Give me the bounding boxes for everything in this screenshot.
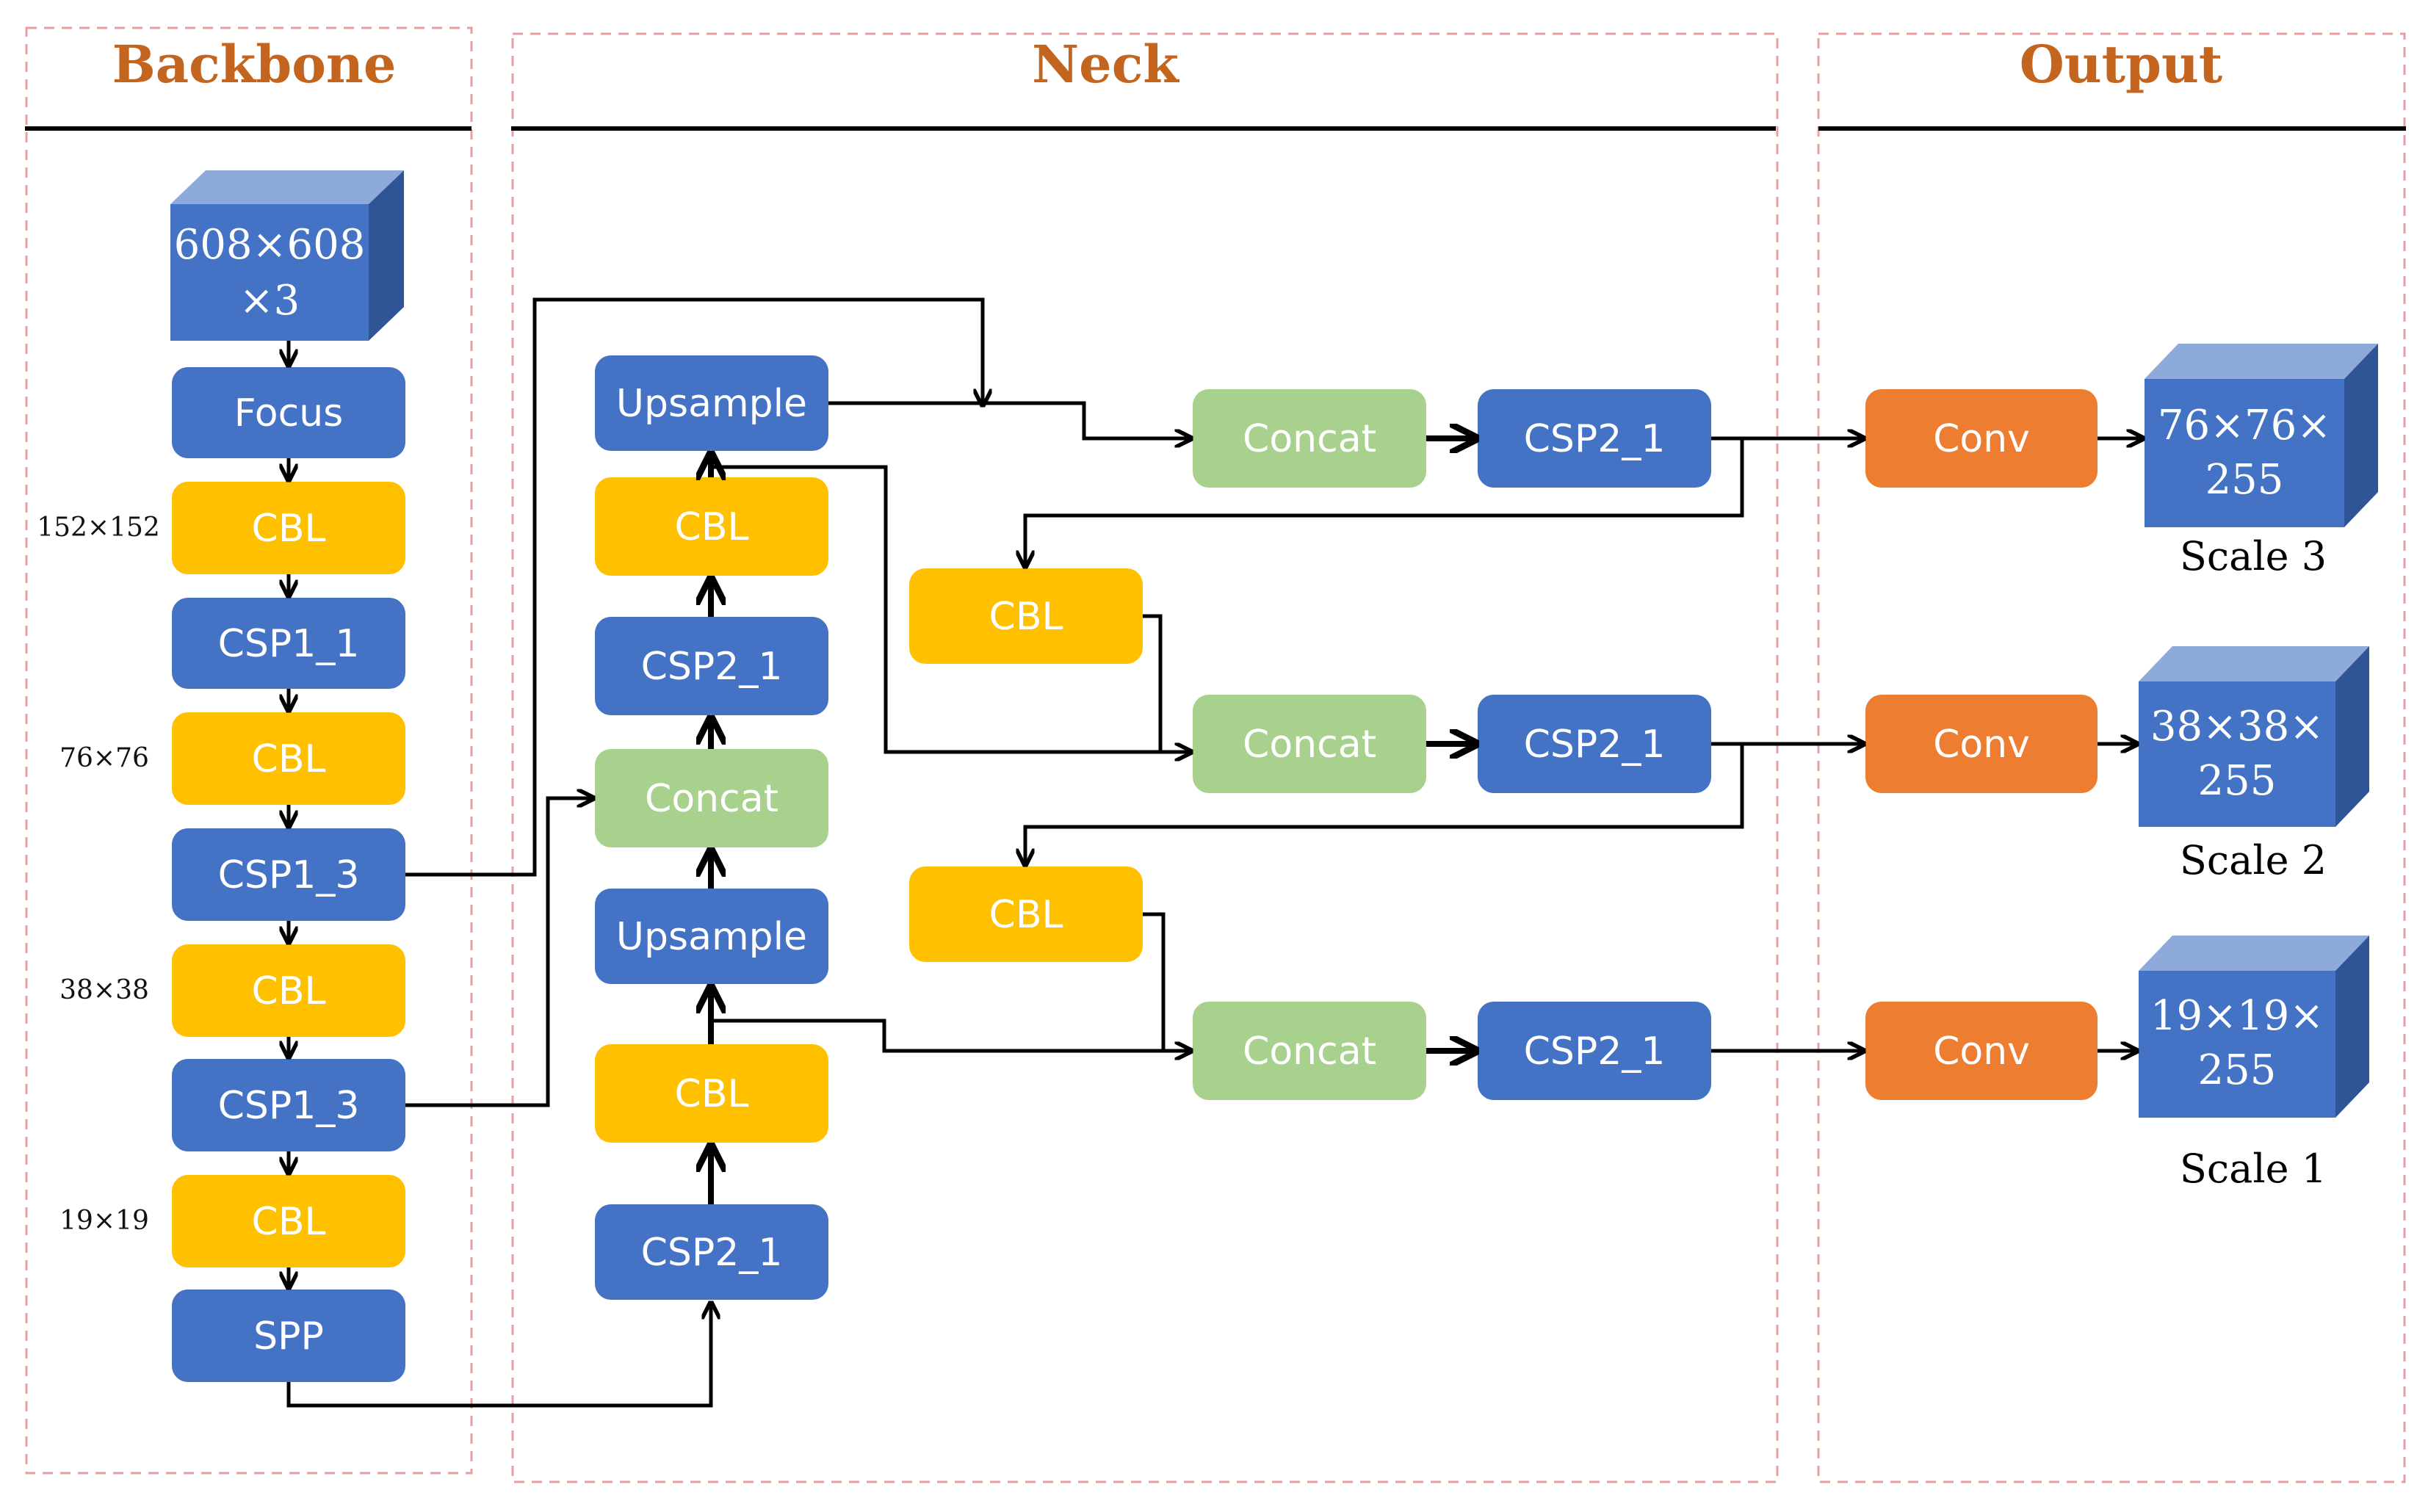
backbone-cbl-label-4: CBL [252, 1200, 326, 1244]
neck-concat-block-1: Concat [595, 749, 828, 847]
output-cube-scale1-line1: 19×19× [2150, 992, 2324, 1040]
neck-csp-label-bottom: CSP2_1 [1524, 1030, 1666, 1074]
neck-cbl-block-1: CBL [595, 477, 828, 576]
neck-upsample-block-1: Upsample [595, 355, 828, 451]
output-cube-scale3: 76×76× 255 [2145, 344, 2378, 527]
output-title: Output [2020, 34, 2222, 95]
scale-label-1: Scale 1 [2180, 1146, 2327, 1192]
backbone-csp1-3-block-2: CSP1_3 [172, 1059, 405, 1151]
neck-cbl-label-1: CBL [675, 505, 749, 549]
backbone-frame [25, 26, 473, 1475]
neck-mid-cbl-block-2: CBL [909, 867, 1143, 962]
neck-csp-block-top: CSP2_1 [1478, 389, 1711, 488]
neck-cbl-block-2: CBL [595, 1044, 828, 1143]
backbone-csp1-3-label-1: CSP1_3 [218, 853, 360, 897]
output-cube-scale1: 19×19× 255 [2139, 936, 2369, 1118]
neck-connectors [286, 297, 2143, 1408]
output-cube-scale2-line2: 255 [2198, 757, 2277, 805]
neck-csp2-1-block-1: CSP2_1 [595, 617, 828, 715]
backbone-title: Backbone [112, 34, 397, 95]
backbone-csp1-3-label-2: CSP1_3 [218, 1084, 360, 1128]
neck-concat-label-1: Concat [645, 777, 778, 821]
output-conv-block-1: Conv [1865, 389, 2098, 488]
dim-label-19: 19×19 [59, 1206, 149, 1236]
backbone-cbl-label-3: CBL [252, 969, 326, 1013]
backbone-focus-block: Focus [172, 367, 405, 458]
backbone-cbl-block-1: CBL [172, 482, 405, 574]
output-conv-block-3: Conv [1865, 1002, 2098, 1100]
dim-label-152: 152×152 [37, 513, 160, 543]
output-conv-label-3: Conv [1933, 1030, 2030, 1074]
output-cube-scale1-line2: 255 [2198, 1046, 2277, 1094]
backbone-csp1-1-block: CSP1_1 [172, 598, 405, 689]
output-cube-scale2-line1: 38×38× [2150, 703, 2324, 750]
neck-title: Neck [1032, 34, 1179, 95]
output-conv-label-2: Conv [1933, 723, 2030, 767]
output-frame [1817, 32, 2406, 1483]
output-cube-scale3-line1: 76×76× [2158, 402, 2331, 449]
neck-csp2-1-block-2: CSP2_1 [595, 1204, 828, 1300]
backbone-focus-label: Focus [234, 391, 344, 435]
neck-mid-cbl-label-1: CBL [989, 595, 1063, 639]
output-cube-scale2: 38×38× 255 [2139, 646, 2369, 827]
input-cube: 608×608 ×3 [170, 170, 404, 341]
neck-upsample-block-2: Upsample [595, 889, 828, 984]
neck-concat-block-top: Concat [1193, 389, 1426, 488]
scale-label-3: Scale 3 [2180, 533, 2327, 579]
output-conv-label-1: Conv [1933, 417, 2030, 461]
dim-label-76: 76×76 [59, 743, 149, 773]
neck-concat-label-top: Concat [1243, 417, 1376, 461]
backbone-cbl-label-1: CBL [252, 507, 326, 551]
neck-mid-cbl-label-2: CBL [989, 893, 1063, 937]
backbone-cbl-block-2: CBL [172, 712, 405, 805]
neck-concat-label-bottom: Concat [1243, 1030, 1376, 1074]
neck-upsample-label-2: Upsample [616, 915, 807, 959]
output-cube-scale3-line2: 255 [2205, 456, 2284, 504]
neck-cbl-label-2: CBL [675, 1072, 749, 1116]
backbone-cbl-block-4: CBL [172, 1175, 405, 1267]
backbone-cbl-label-2: CBL [252, 737, 326, 781]
neck-concat-label-mid: Concat [1243, 723, 1376, 767]
input-size-line1: 608×608 [174, 221, 366, 269]
neck-upsample-label-1: Upsample [616, 382, 807, 426]
neck-csp-block-mid: CSP2_1 [1478, 695, 1711, 793]
backbone-cbl-block-3: CBL [172, 944, 405, 1037]
neck-csp-label-mid: CSP2_1 [1524, 723, 1666, 767]
output-conv-block-2: Conv [1865, 695, 2098, 793]
backbone-spp-block: SPP [172, 1289, 405, 1382]
scale-label-2: Scale 2 [2180, 837, 2327, 883]
neck-csp-label-top: CSP2_1 [1524, 417, 1666, 461]
neck-csp2-1-label-1: CSP2_1 [641, 645, 783, 689]
input-size-line2: ×3 [239, 277, 300, 325]
backbone-csp1-1-label: CSP1_1 [218, 622, 360, 666]
neck-concat-block-mid: Concat [1193, 695, 1426, 793]
backbone-csp1-3-block-1: CSP1_3 [172, 828, 405, 921]
neck-mid-cbl-block-1: CBL [909, 568, 1143, 664]
neck-csp-block-bottom: CSP2_1 [1478, 1002, 1711, 1100]
backbone-spp-label: SPP [253, 1314, 324, 1359]
neck-concat-block-bottom: Concat [1193, 1002, 1426, 1100]
neck-csp2-1-label-2: CSP2_1 [641, 1231, 783, 1275]
dim-label-38: 38×38 [59, 975, 149, 1005]
